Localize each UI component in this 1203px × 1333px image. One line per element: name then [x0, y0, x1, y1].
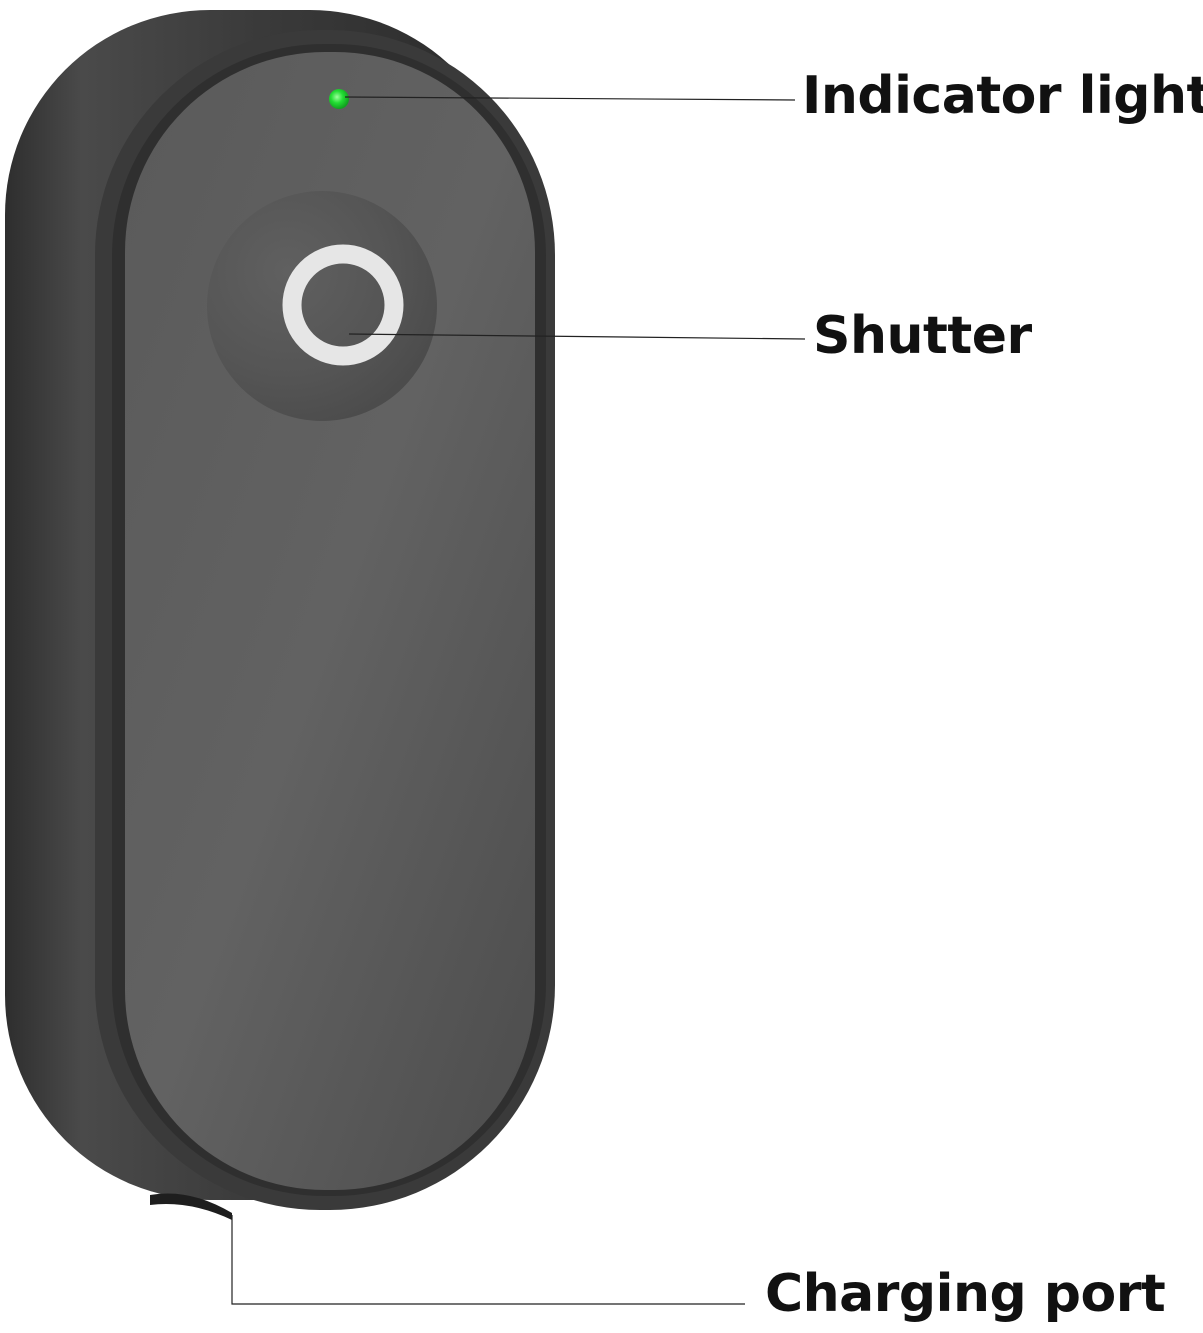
- charging-leader-line: [231, 1215, 745, 1305]
- charging-port-notch: [150, 1193, 232, 1220]
- shutter-button[interactable]: [207, 191, 437, 421]
- charging-port-label: Charging port: [765, 1264, 1166, 1324]
- ring-icon: [282, 244, 404, 366]
- indicator-leader-line: [344, 96, 796, 101]
- shutter-label: Shutter: [813, 306, 1032, 366]
- green-led-dot: [329, 89, 349, 109]
- indicator-light-label: Indicator light: [802, 66, 1203, 126]
- shutter-leader-line: [348, 333, 806, 340]
